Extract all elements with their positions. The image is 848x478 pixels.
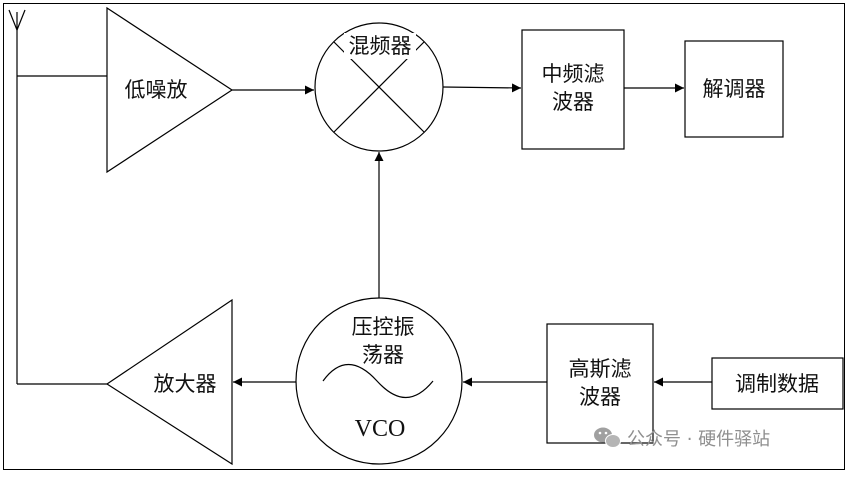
vco-label-line1: 压控振: [352, 315, 415, 339]
pa-triangle: [105, 298, 233, 466]
vco-tag: VCO: [355, 416, 406, 442]
sine-wave-icon: [322, 364, 434, 398]
gauss-filter-label-line2: 波器: [579, 385, 621, 409]
gauss-filter-box: [546, 323, 654, 444]
watermark: 公众号 · 硬件驿站: [594, 427, 770, 450]
lna-label: 低噪放: [125, 78, 188, 102]
modulation-data-box: [711, 357, 844, 410]
if-filter-label-line1: 中频滤: [542, 62, 605, 86]
lna-triangle: [106, 6, 234, 174]
demodulator-label: 解调器: [703, 77, 766, 101]
pa-label: 放大器: [154, 372, 217, 396]
mixer-label: 混频器: [349, 34, 412, 58]
modulation-data-label: 调制数据: [735, 372, 819, 396]
gauss-filter-label-line1: 高斯滤: [569, 357, 632, 381]
watermark-text: 公众号 · 硬件驿站: [627, 429, 770, 450]
mixer-to-if-filter-arrow: [442, 83, 522, 93]
antenna-icon: [8, 9, 26, 384]
mixer-label-bg: [344, 33, 416, 59]
outer-frame: [3, 3, 845, 470]
demodulator-box: [684, 40, 784, 138]
vco-label-line2: 荡器: [362, 343, 404, 367]
if-filter-box: [521, 29, 625, 150]
if-filter-label-line2: 波器: [552, 90, 594, 114]
wechat-icon: [594, 427, 621, 448]
vco-circle: [295, 297, 463, 465]
